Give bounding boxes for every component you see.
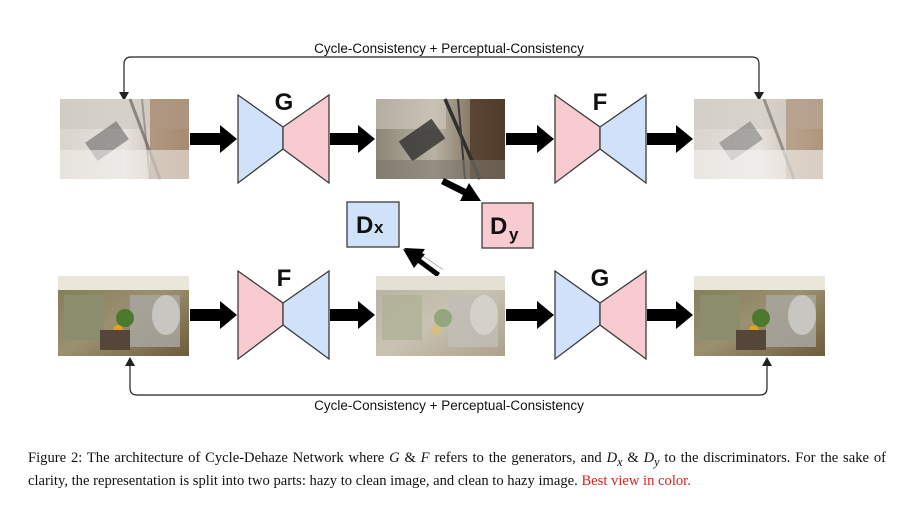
caption-f: F: [420, 450, 430, 466]
top-generator-f: [554, 93, 647, 185]
dy-main: D: [490, 213, 507, 240]
caption-dx-sub: x: [617, 454, 623, 469]
top-input-hazy-image: [60, 98, 189, 180]
caption-dy-main: D: [643, 450, 655, 466]
caption-amp-1: &: [399, 450, 421, 466]
top-output-hazy-image: [694, 98, 823, 180]
bottom-flow-arrows: [190, 301, 693, 329]
bottom-generator-g: [554, 269, 647, 361]
discriminator-dx: D x: [346, 201, 400, 248]
bottom-generator-g-label: G: [591, 265, 610, 292]
bottom-input-clean-image: [58, 276, 189, 356]
top-generator-g-label: G: [275, 89, 294, 116]
caption-dy-sub: y: [654, 454, 660, 469]
caption-text-3: to the discriminators. For the sake of c…: [28, 450, 886, 490]
caption-text-2: refers to the generators, and: [429, 450, 607, 466]
arrow-to-dy: [441, 178, 481, 201]
discriminator-dy: D y: [481, 202, 534, 249]
bottom-loop-label: Cycle-Consistency + Perceptual-Consisten…: [314, 398, 584, 413]
top-generator-f-label: F: [593, 89, 608, 116]
dx-sub: x: [374, 218, 384, 237]
dy-sub: y: [509, 225, 519, 244]
caption-amp-2: &: [622, 450, 644, 466]
top-flow-arrows: [190, 125, 693, 153]
cycle-dehaze-diagram: Cycle-Consistency + Perceptual-Consisten…: [58, 41, 825, 413]
arrow-to-dx: [403, 248, 444, 277]
bottom-middle-hazy-image: [376, 276, 505, 356]
caption-prefix: Figure 2:: [28, 450, 83, 466]
top-generator-g: [237, 93, 330, 185]
top-loop-label: Cycle-Consistency + Perceptual-Consisten…: [314, 41, 584, 56]
bottom-generator-f: [237, 269, 330, 361]
bottom-generator-f-label: F: [277, 265, 292, 292]
bottom-cycle-loop: [125, 357, 772, 396]
bottom-output-clean-image: [694, 276, 825, 356]
caption-highlight: Best view in color.: [581, 473, 691, 490]
caption-text-1: The architecture of Cycle-Dehaze Network…: [82, 450, 390, 466]
caption-g: G: [389, 450, 400, 466]
caption-dx-main: D: [606, 450, 618, 466]
top-cycle-loop: [119, 56, 764, 101]
top-middle-dehazed-image: [376, 98, 505, 180]
figure-caption: Figure 2: The architecture of Cycle-Deha…: [28, 449, 886, 492]
dx-main: D: [356, 212, 373, 239]
